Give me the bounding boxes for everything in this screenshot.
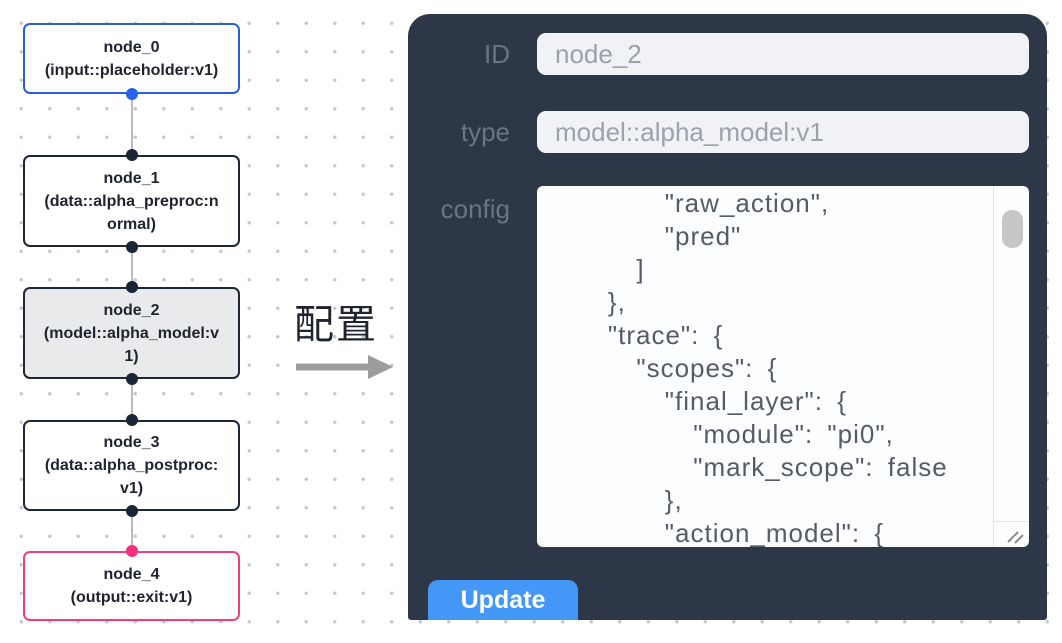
edge-node_1-node_2[interactable] <box>131 247 133 287</box>
flow-node-node_2[interactable]: node_2 model::alpha_model:v1 <box>23 287 240 379</box>
output-port-node_1[interactable] <box>126 241 138 253</box>
node-type-label: output::exit:v1 <box>71 586 193 609</box>
node-type-label: model::alpha_model:v1 <box>41 322 222 368</box>
flow-node-node_4[interactable]: node_4 output::exit:v1 <box>23 551 240 621</box>
node-type-label: input::placeholder:v1 <box>45 59 218 82</box>
node-type-label: data::alpha_postproc:v1 <box>41 454 222 500</box>
node-id-label: node_4 <box>103 566 160 583</box>
node-id-label: node_0 <box>103 38 160 56</box>
node-id-label: node_3 <box>103 434 160 451</box>
flow-node-node_3[interactable]: node_3 data::alpha_postproc:v1 <box>23 420 240 511</box>
output-port-node_3[interactable] <box>126 505 138 517</box>
edge-node_2-node_3[interactable] <box>131 379 133 420</box>
input-port-node_2[interactable] <box>126 281 138 293</box>
id-input[interactable] <box>537 33 1029 75</box>
output-port-node_0[interactable] <box>126 88 138 100</box>
node-id-label: node_1 <box>103 169 160 187</box>
pipeline-canvas[interactable]: node_0 input::placeholder:v1 node_1 data… <box>0 0 270 643</box>
config-panel: ID type config "raw_action", "pred" ] },… <box>408 14 1047 620</box>
config-textarea[interactable]: "raw_action", "pred" ] }, "trace": { "sc… <box>537 186 1029 547</box>
node-id-label: node_2 <box>103 301 160 319</box>
configure-annotation: 配置 <box>294 292 404 380</box>
scrollbar-track-divider <box>993 186 994 547</box>
scrollbar-corner-divider <box>993 521 1029 522</box>
type-input[interactable] <box>537 111 1029 153</box>
input-port-node_3[interactable] <box>126 414 138 426</box>
config-json-text[interactable]: "raw_action", "pred" ] }, "trace": { "sc… <box>607 188 948 547</box>
scrollbar-thumb[interactable] <box>1002 210 1023 248</box>
flow-node-node_0[interactable]: node_0 input::placeholder:v1 <box>23 23 240 94</box>
configure-label: 配置 <box>294 303 378 347</box>
type-field-label: type <box>460 117 510 147</box>
node-type-label: data::alpha_preproc:normal <box>41 190 222 236</box>
edge-node_0-node_1[interactable] <box>131 94 133 155</box>
update-button[interactable]: Update <box>428 580 578 620</box>
resize-handle-icon[interactable] <box>1004 524 1026 544</box>
right-arrow-icon <box>296 355 393 379</box>
id-field-label: ID <box>484 39 510 69</box>
edge-node_3-node_4[interactable] <box>131 511 133 551</box>
output-port-node_2[interactable] <box>126 373 138 385</box>
input-port-node_4[interactable] <box>126 545 138 557</box>
flow-node-node_1[interactable]: node_1 data::alpha_preproc:normal <box>23 155 240 247</box>
config-field-label: config <box>440 194 510 224</box>
input-port-node_1[interactable] <box>126 149 138 161</box>
